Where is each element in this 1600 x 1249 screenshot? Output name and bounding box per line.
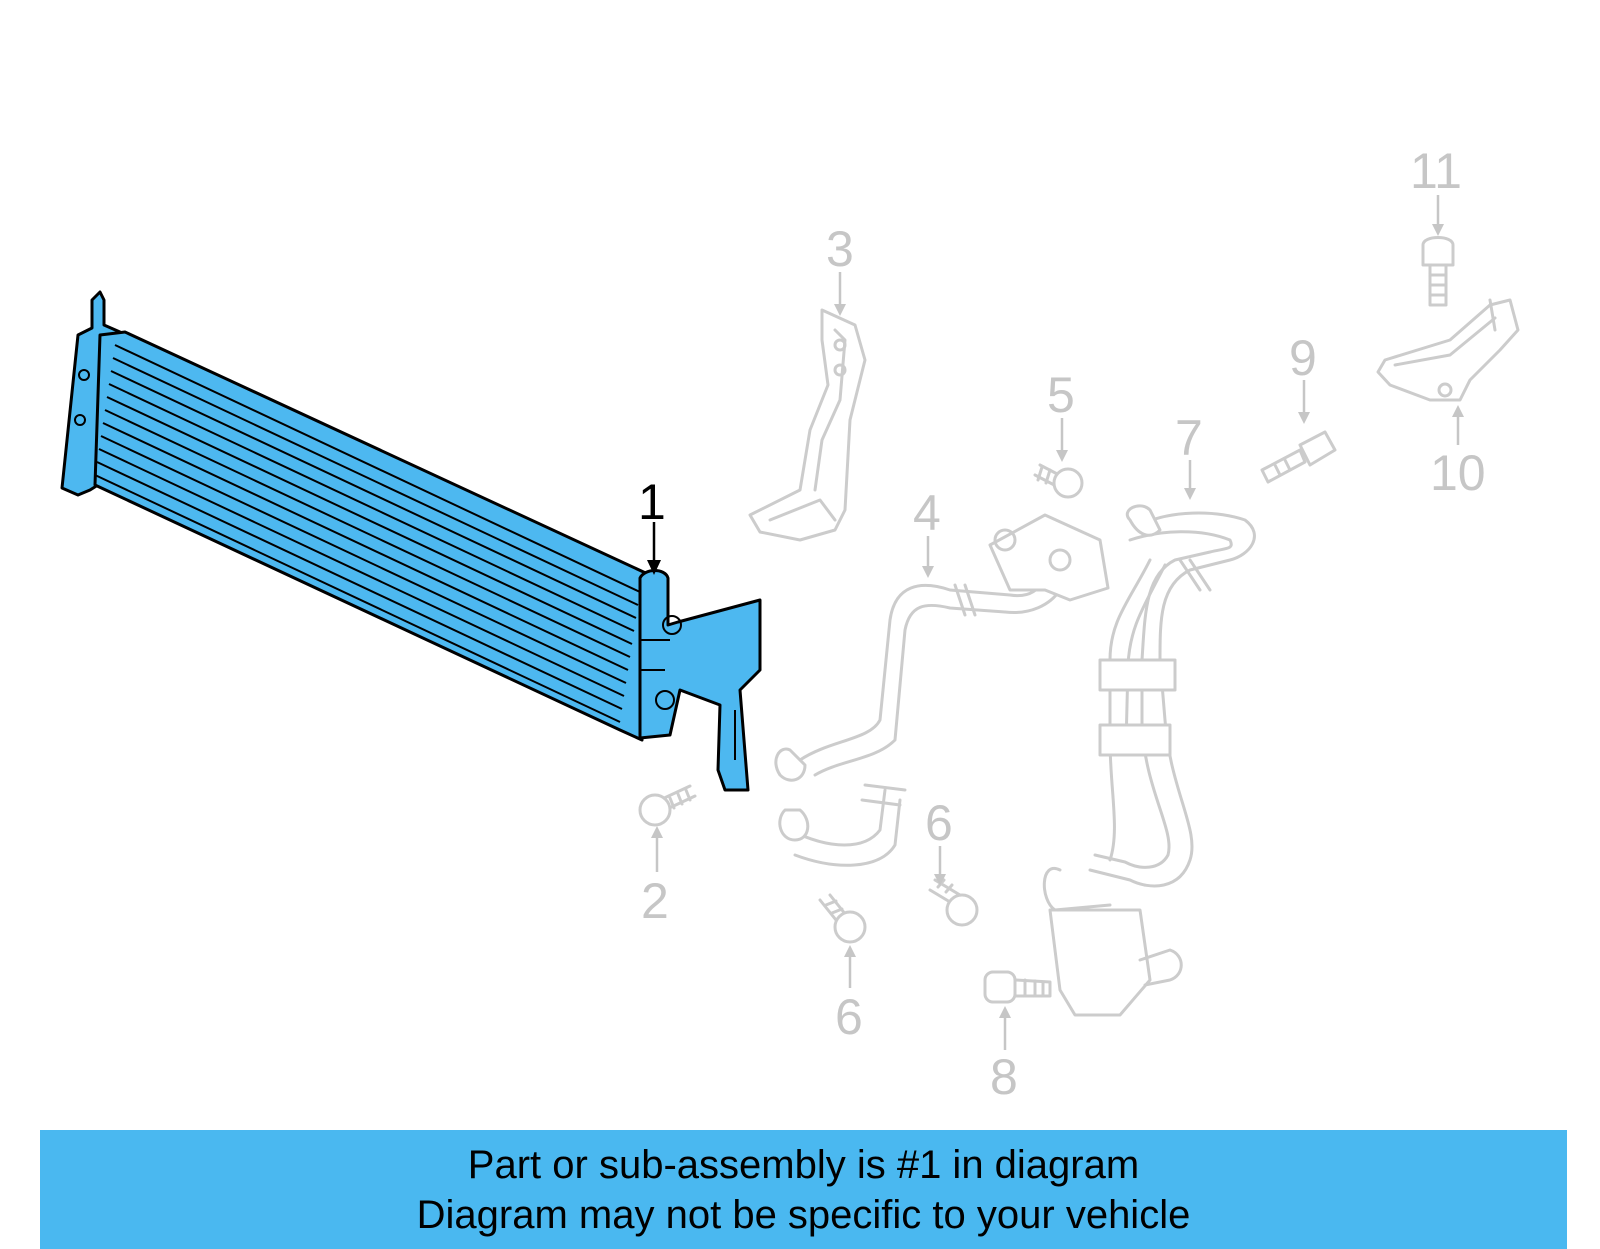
callout-5[interactable]: 5: [1047, 367, 1075, 423]
part-2-bolt[interactable]: [638, 784, 697, 827]
cooler-fitting-port: [655, 690, 675, 710]
banner-line-1: Part or sub-assembly is #1 in diagram: [467, 1142, 1140, 1187]
cooler-right-tank: [638, 569, 762, 792]
info-banner: Part or sub-assembly is #1 in diagram Di…: [40, 1130, 1567, 1249]
cooler-fitting-port: [662, 615, 682, 635]
part-10-bracket[interactable]: [1376, 298, 1520, 402]
callout-6-lower[interactable]: 6: [835, 989, 863, 1045]
part-6-bolt-b[interactable]: [928, 878, 979, 927]
cooler-mount-hole: [74, 414, 86, 426]
callout-10[interactable]: 10: [1430, 445, 1486, 501]
bracket-detail: [640, 639, 736, 760]
callout-labels: 1 2 3 4 5 6 6 7 8 9 10 11: [638, 143, 1486, 1105]
part-4-oil-line[interactable]: [774, 513, 1110, 867]
callout-2[interactable]: 2: [641, 873, 669, 929]
cooler-mount-hole: [78, 369, 90, 381]
part-11-bolt[interactable]: [1421, 236, 1455, 307]
part-7-hose[interactable]: [1042, 504, 1256, 1017]
callout-4[interactable]: 4: [913, 485, 941, 541]
callout-11[interactable]: 11: [1410, 143, 1462, 199]
callout-7[interactable]: 7: [1175, 410, 1203, 466]
part-6-bolt-a[interactable]: [818, 893, 867, 944]
part-8-bolt[interactable]: [983, 970, 1052, 1004]
part-9-bolt[interactable]: [1260, 430, 1337, 484]
part-1-oil-cooler[interactable]: [60, 290, 762, 792]
callout-1[interactable]: 1: [638, 474, 666, 530]
callout-3[interactable]: 3: [826, 221, 854, 277]
callout-6-upper[interactable]: 6: [925, 795, 953, 851]
part-3-bracket[interactable]: [748, 308, 867, 542]
leader-arrows: [647, 195, 1464, 1050]
callout-9[interactable]: 9: [1289, 330, 1317, 386]
callout-8[interactable]: 8: [990, 1049, 1018, 1105]
cooler-fins: [94, 344, 641, 723]
banner-line-2: Diagram may not be specific to your vehi…: [416, 1192, 1191, 1237]
part-5-bolt[interactable]: [1033, 463, 1084, 499]
